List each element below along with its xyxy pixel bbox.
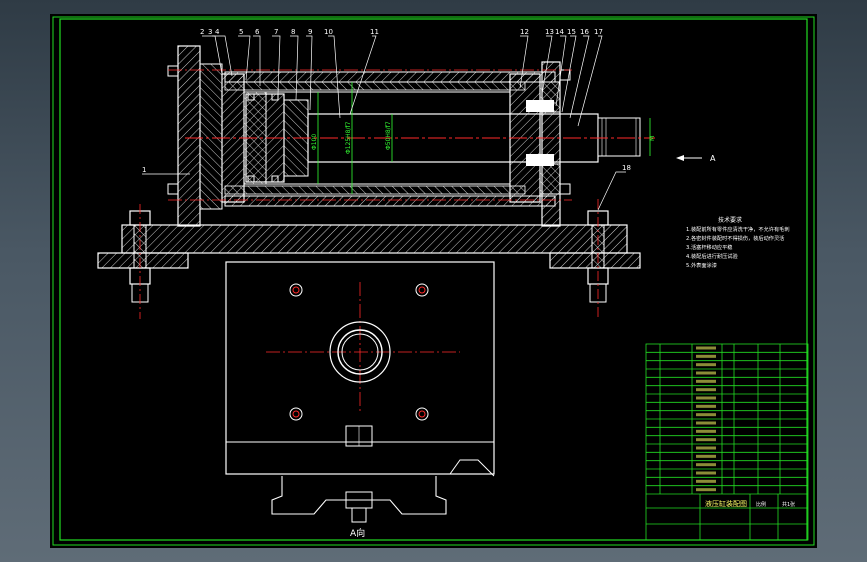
left-support bbox=[177, 45, 201, 227]
view-arrow-label: A bbox=[710, 154, 716, 163]
parts-row-name-mark bbox=[696, 463, 716, 467]
base-plate bbox=[121, 224, 628, 254]
parts-row-name-mark bbox=[696, 421, 716, 425]
notes-line-4: 4.装配后进行耐压试验 bbox=[686, 252, 738, 260]
parts-row-name-mark bbox=[696, 346, 716, 350]
balloon-12: 12 bbox=[520, 28, 529, 36]
balloon-9: 9 bbox=[308, 28, 312, 36]
notes-line-3: 3.活塞杆移动应平稳 bbox=[686, 243, 732, 251]
parts-row-name-mark bbox=[696, 454, 716, 458]
balloon-15: 15 bbox=[567, 28, 576, 36]
parts-row-name-mark bbox=[696, 429, 716, 433]
balloon-10: 10 bbox=[324, 28, 333, 36]
parts-list-marks bbox=[696, 346, 716, 492]
parts-row-name-mark bbox=[696, 479, 716, 483]
parts-row-name-mark bbox=[696, 438, 716, 442]
dim-bore: Φ100 bbox=[311, 134, 318, 150]
boss-outer bbox=[329, 321, 391, 383]
balloon-1: 1 bbox=[142, 166, 146, 174]
balloon-7: 7 bbox=[274, 28, 278, 36]
barrel-bottom-wall bbox=[224, 195, 556, 207]
balloon-8: 8 bbox=[291, 28, 295, 36]
rod-thread bbox=[597, 117, 641, 157]
bolt-left bbox=[129, 204, 151, 319]
title-block-scale: 比例 bbox=[756, 501, 766, 508]
title-block-drawing-title: 液压缸装配图 bbox=[705, 499, 747, 508]
parts-list bbox=[645, 343, 809, 541]
balloon-18: 18 bbox=[622, 164, 631, 172]
notes-title: 技术要求 bbox=[718, 216, 742, 224]
mount-holes bbox=[289, 283, 429, 421]
notes-line-1: 1.装配前所有零件应清洗干净，不允许有毛刺 bbox=[686, 225, 790, 233]
parts-row-name-mark bbox=[696, 379, 716, 383]
balloon-13: 13 bbox=[545, 28, 554, 36]
balloon-17: 17 bbox=[594, 28, 603, 36]
dim-rod-fit: Φ50H8/f7 bbox=[385, 121, 392, 150]
a-view-label: A向 bbox=[350, 527, 365, 539]
balloon-6: 6 bbox=[255, 28, 260, 36]
title-block bbox=[646, 494, 808, 540]
parts-row-name-mark bbox=[696, 354, 716, 358]
right-support bbox=[541, 61, 561, 227]
barrel-top-wall bbox=[224, 71, 556, 83]
balloon-4: 4 bbox=[215, 28, 220, 36]
parts-row-name-mark bbox=[696, 363, 716, 367]
parts-row-name-mark bbox=[696, 371, 716, 375]
balloon-14: 14 bbox=[555, 28, 564, 36]
balloon-11: 11 bbox=[370, 28, 379, 36]
title-block-sheet: 共1张 bbox=[782, 501, 795, 508]
parts-row-name-mark bbox=[696, 471, 716, 475]
parts-row-name-mark bbox=[696, 404, 716, 408]
parts-row-name-mark bbox=[696, 396, 716, 400]
balloon-3: 3 bbox=[208, 28, 212, 36]
cylinder-section-view: 2 3 4 5 6 7 8 9 10 11 12 13 14 15 16 17 … bbox=[97, 28, 716, 319]
outer-frame bbox=[52, 16, 815, 546]
parts-row-name-mark bbox=[696, 446, 716, 450]
foot-profile bbox=[271, 476, 447, 515]
dim-thread: M bbox=[649, 136, 656, 141]
balloon-16: 16 bbox=[580, 28, 589, 36]
view-arrow: A bbox=[676, 154, 716, 163]
dim-barrel-fit: Φ125H8/f7 bbox=[345, 121, 352, 154]
notes-line-2: 2.各密封件装配时不得损伤，装后动作灵活 bbox=[686, 234, 784, 242]
parts-row-name-mark bbox=[696, 388, 716, 392]
drawing-sheet: 2 3 4 5 6 7 8 9 10 11 12 13 14 15 16 17 … bbox=[50, 14, 817, 548]
a-view: A向 bbox=[225, 261, 495, 539]
inner-frame bbox=[59, 18, 808, 541]
technical-notes: 技术要求 1.装配前所有零件应清洗干净，不允许有毛刺 2.各密封件装配时不得损伤… bbox=[686, 216, 790, 269]
balloon-2: 2 bbox=[200, 28, 204, 36]
cad-drawing: 2 3 4 5 6 7 8 9 10 11 12 13 14 15 16 17 … bbox=[52, 16, 815, 546]
balloon-5: 5 bbox=[239, 28, 243, 36]
bolt-right bbox=[587, 199, 609, 319]
notes-line-5: 5.外表面涂漆 bbox=[686, 261, 717, 269]
parts-row-name-mark bbox=[696, 488, 716, 492]
parts-row-name-mark bbox=[696, 413, 716, 417]
